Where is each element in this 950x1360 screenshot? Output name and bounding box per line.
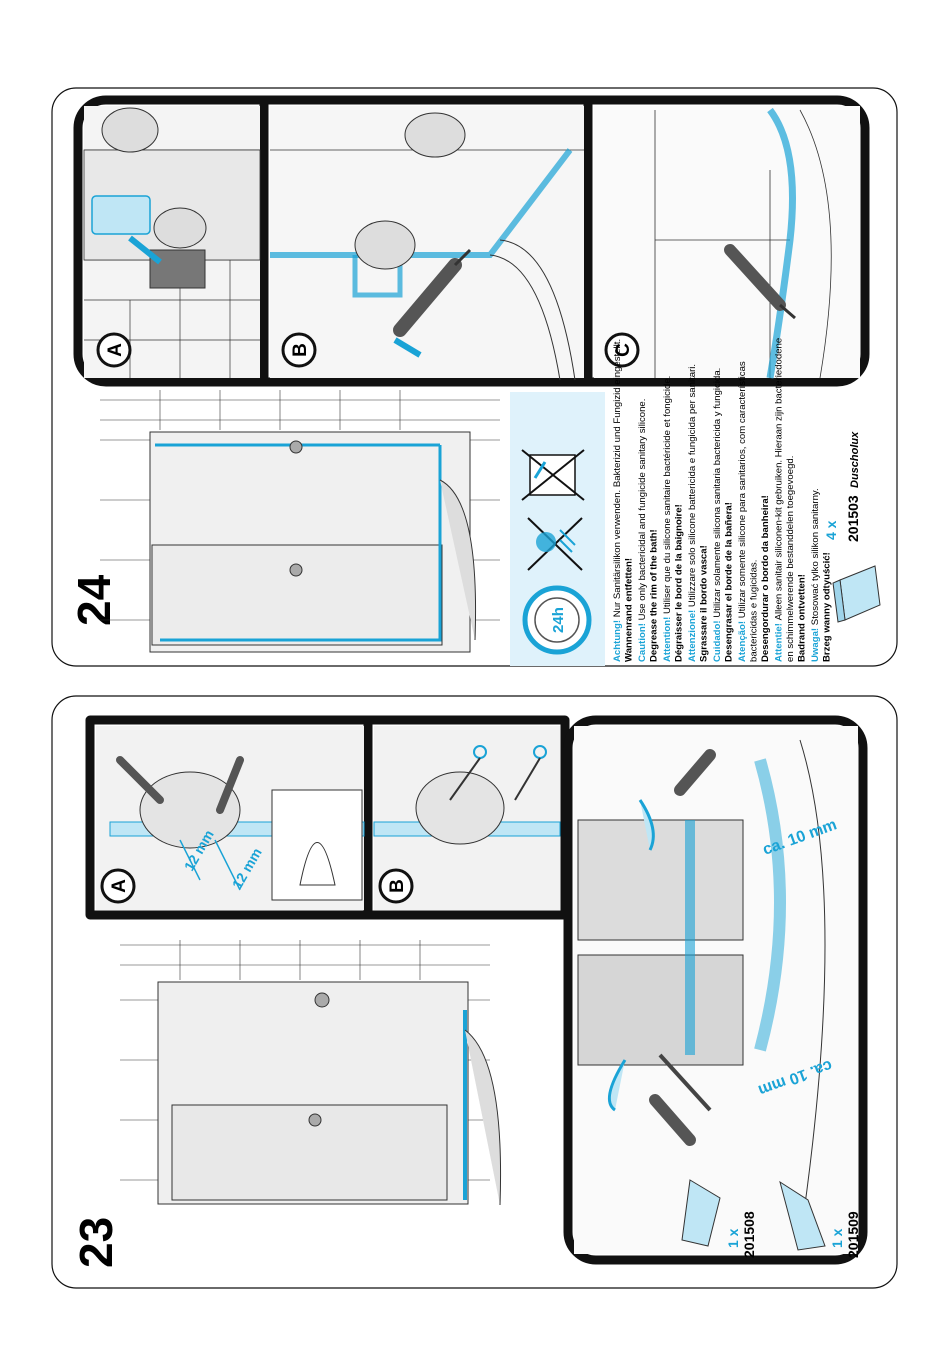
note-line: bactericidas e fugicidas. bbox=[749, 560, 760, 662]
note-line: Attentie! Alleen sanitair siliconen-kit … bbox=[774, 338, 785, 662]
note-emphasis: Badrand ontvetten! bbox=[797, 574, 808, 662]
part-201508-number: 201508 bbox=[741, 1211, 757, 1258]
note-emphasis: Wannenrand entfetten! bbox=[624, 558, 635, 662]
part-201509-number: 201509 bbox=[845, 1211, 861, 1258]
note-line: Cuidado! Utilizar solamente silicona san… bbox=[712, 368, 723, 662]
step-23-panel-a-badge: A bbox=[100, 868, 136, 904]
note-line: Achtung! Nur Sanitärsilikon verwenden. B… bbox=[612, 339, 623, 662]
note-emphasis: Degrease the rim of the bath! bbox=[649, 529, 660, 662]
no-use-icon bbox=[521, 449, 585, 501]
brand-logo: Duscholux bbox=[849, 431, 861, 488]
step-24-panel-a-badge: A bbox=[96, 332, 132, 368]
note-emphasis: Sgrassare il bordo vasca! bbox=[699, 545, 710, 662]
svg-text:A: A bbox=[109, 879, 130, 893]
note-line: Uwaga! Stosować tylko silikon sanitarny. bbox=[810, 488, 821, 662]
step-24-part-number: 201503 bbox=[845, 495, 861, 542]
step-24-part-qty: 4 x bbox=[823, 520, 839, 540]
step-24-warning-notes: Achtung! Nur Sanitärsilikon verwenden. B… bbox=[612, 338, 833, 662]
note-line: Attention! Utiliser que du silicone sani… bbox=[662, 376, 673, 662]
silicone-tube-icon bbox=[832, 565, 881, 623]
step-23-panel-a-illustration bbox=[96, 726, 365, 910]
step-24-panel-b-illustration bbox=[270, 106, 584, 381]
step-24-panel-b-badge: B bbox=[281, 332, 317, 368]
svg-text:C: C bbox=[613, 343, 634, 357]
note-emphasis: Brzeg wanny odtyuścić! bbox=[822, 552, 833, 662]
step-24-panel-c-illustration bbox=[594, 106, 860, 379]
step-23-seal-illustration bbox=[574, 726, 858, 1254]
step-23-shower-illustration bbox=[120, 940, 502, 1206]
part-201509-qty: 1 x bbox=[829, 1228, 845, 1248]
note-line: Atenção! Utilizar somente silicone para … bbox=[737, 361, 748, 662]
step-24-number: 24 bbox=[68, 574, 120, 626]
step-23-panel-b-illustration bbox=[373, 726, 561, 910]
svg-text:B: B bbox=[387, 879, 408, 893]
step-24-shower-illustration bbox=[100, 390, 500, 653]
seal-part-201508-icon bbox=[681, 1179, 721, 1247]
scissors-icon bbox=[449, 745, 547, 801]
note-line: Caution! Use only bactericidal and fungi… bbox=[637, 399, 648, 662]
part-201508-qty: 1 x bbox=[725, 1228, 741, 1248]
svg-text:A: A bbox=[105, 343, 126, 357]
step-23-panel-b-badge: B bbox=[378, 868, 414, 904]
note-emphasis: Desengrasar el borde de la bañera! bbox=[724, 502, 735, 662]
note-emphasis: Dégraisser le bord de la baignoire! bbox=[674, 504, 685, 662]
note-line: Attenzione! Utilizzare solo silicone bat… bbox=[687, 364, 698, 662]
step-23-number: 23 bbox=[70, 1217, 122, 1268]
svg-text:B: B bbox=[290, 343, 311, 357]
note-line: en schimmelwerende bestanddelen toegevoe… bbox=[785, 456, 796, 662]
svg-text:24h: 24h bbox=[550, 607, 567, 633]
clock-24h-icon: 24h bbox=[522, 585, 592, 655]
step-24-panel-c-badge: C bbox=[604, 332, 640, 368]
no-water-icon bbox=[527, 517, 583, 571]
seal-part-201509-icon bbox=[779, 1180, 826, 1251]
note-emphasis: Desengordurar o bordo da banheira! bbox=[760, 495, 771, 662]
